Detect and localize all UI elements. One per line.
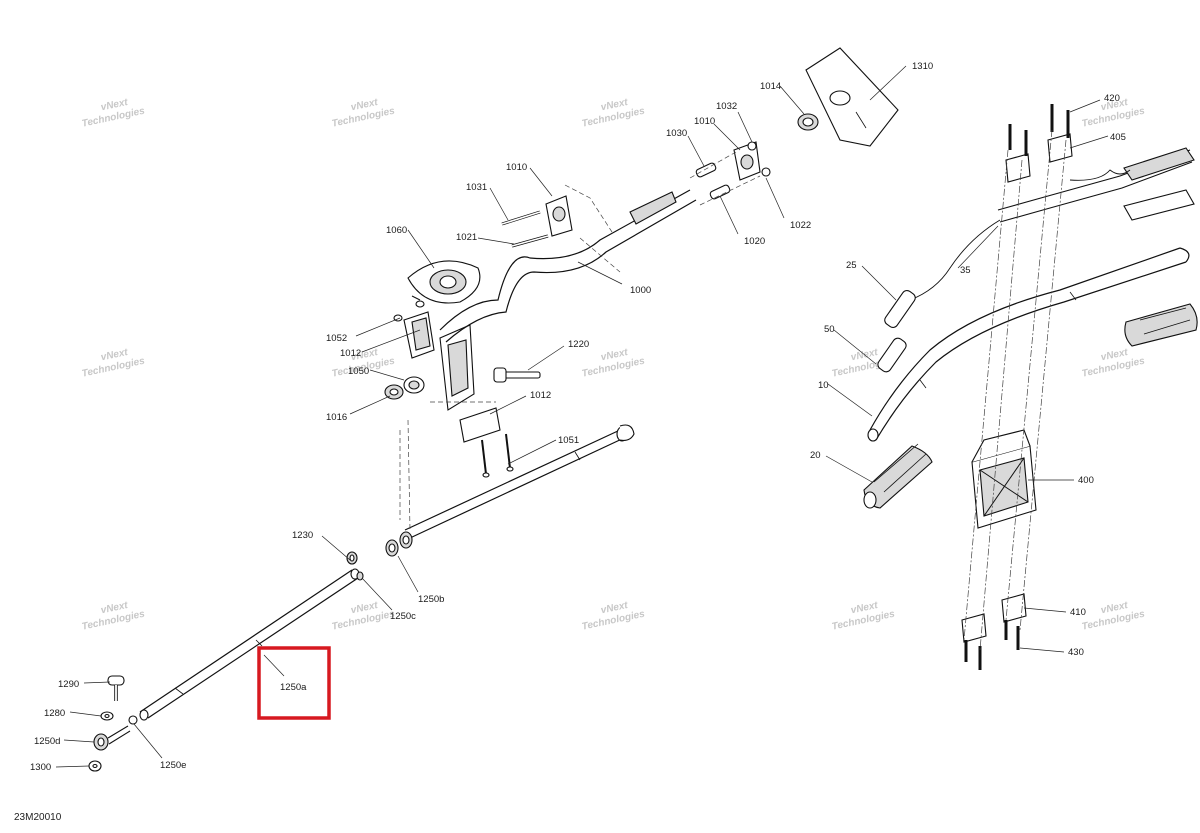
- lower-end-parts: [88, 675, 138, 772]
- part-label-1021[interactable]: 1021: [456, 232, 477, 243]
- handlebar-assembly: [863, 104, 1198, 670]
- part-labels: 1310 1014 1032 1010 1030 1010 1031 1022 …: [30, 61, 1126, 773]
- assembly-guides-left: [399, 151, 761, 531]
- watermark-text: vNextTechnologies: [1078, 597, 1146, 633]
- leader-lines: [55, 65, 1109, 768]
- watermark-text: vNextTechnologies: [78, 344, 146, 380]
- riser-clamp: [384, 300, 435, 400]
- part-label-1050[interactable]: 1050: [348, 366, 369, 377]
- handlebar-tube: [867, 247, 1190, 442]
- part-label-1250e[interactable]: 1250e: [160, 760, 186, 771]
- part-label-400[interactable]: 400: [1078, 475, 1094, 486]
- part-label-1031[interactable]: 1031: [466, 182, 487, 193]
- part-label-1250d[interactable]: 1250d: [34, 736, 60, 747]
- watermark-text: vNextTechnologies: [578, 597, 646, 633]
- column-lower-bracket: [439, 324, 541, 478]
- part-label-25[interactable]: 25: [846, 260, 857, 271]
- watermark-text: vNextTechnologies: [328, 597, 396, 633]
- upper-handlebar: [997, 147, 1195, 223]
- column-bushings: [346, 531, 413, 581]
- part-label-1230[interactable]: 1230: [292, 530, 313, 541]
- watermark-text: vNextTechnologies: [578, 94, 646, 130]
- right-grip: [1124, 303, 1198, 347]
- part-label-35[interactable]: 35: [960, 265, 971, 276]
- heater-wire: [909, 169, 1131, 301]
- part-label-50[interactable]: 50: [824, 324, 835, 335]
- part-label-1060[interactable]: 1060: [386, 225, 407, 236]
- part-label-1052[interactable]: 1052: [326, 333, 347, 344]
- watermark-layer: vNextTechnologies vNextTechnologies vNextT…: [78, 94, 1146, 633]
- part-label-1000[interactable]: 1000: [630, 285, 651, 296]
- part-label-1030[interactable]: 1030: [666, 128, 687, 139]
- watermark-text: vNextTechnologies: [328, 94, 396, 130]
- part-label-1300[interactable]: 1300: [30, 762, 51, 773]
- part-label-1016[interactable]: 1016: [326, 412, 347, 423]
- assembly-guides-right: [963, 129, 1067, 651]
- part-label-1012-upper[interactable]: 1012: [340, 348, 361, 359]
- part-label-1310[interactable]: 1310: [912, 61, 933, 72]
- steering-column-assembly: [88, 47, 899, 772]
- part-label-405[interactable]: 405: [1110, 132, 1126, 143]
- part-label-1032[interactable]: 1032: [716, 101, 737, 112]
- part-label-1220[interactable]: 1220: [568, 339, 589, 350]
- part-label-20[interactable]: 20: [810, 450, 821, 461]
- part-label-1250c[interactable]: 1250c: [390, 611, 416, 622]
- figure-id: 23M20010: [14, 812, 62, 823]
- part-label-430[interactable]: 430: [1068, 647, 1084, 658]
- watermark-text: vNextTechnologies: [78, 94, 146, 130]
- part-label-410[interactable]: 410: [1070, 607, 1086, 618]
- handlebar-riser: [971, 429, 1037, 529]
- part-label-1290[interactable]: 1290: [58, 679, 79, 690]
- part-label-1250a[interactable]: 1250a: [280, 682, 307, 693]
- lower-clamps: [961, 593, 1027, 670]
- part-label-10[interactable]: 10: [818, 380, 829, 391]
- part-label-1051[interactable]: 1051: [558, 435, 579, 446]
- throttle-parts: [877, 290, 916, 373]
- handlebar-main: [439, 189, 697, 343]
- part-label-1010-upper[interactable]: 1010: [694, 116, 715, 127]
- highlight-box: [257, 646, 331, 720]
- upper-tie-rod: [404, 424, 635, 539]
- steering-column-tube: [139, 568, 360, 721]
- part-label-1012-lower[interactable]: 1012: [530, 390, 551, 401]
- hand-grip: [863, 443, 933, 509]
- part-label-1014[interactable]: 1014: [760, 81, 781, 92]
- part-label-1280[interactable]: 1280: [44, 708, 65, 719]
- part-label-1020[interactable]: 1020: [744, 236, 765, 247]
- watermark-text: vNextTechnologies: [78, 597, 146, 633]
- upper-clamps: [1005, 104, 1073, 183]
- part-label-1010-lower[interactable]: 1010: [506, 162, 527, 173]
- part-label-1250b[interactable]: 1250b: [418, 594, 444, 605]
- watermark-text: vNextTechnologies: [1078, 344, 1146, 380]
- part-label-1022[interactable]: 1022: [790, 220, 811, 231]
- upper-clamp-parts: [501, 47, 899, 248]
- watermark-text: vNextTechnologies: [828, 597, 896, 633]
- part-label-420[interactable]: 420: [1104, 93, 1120, 104]
- handlebar-cover: [407, 260, 481, 304]
